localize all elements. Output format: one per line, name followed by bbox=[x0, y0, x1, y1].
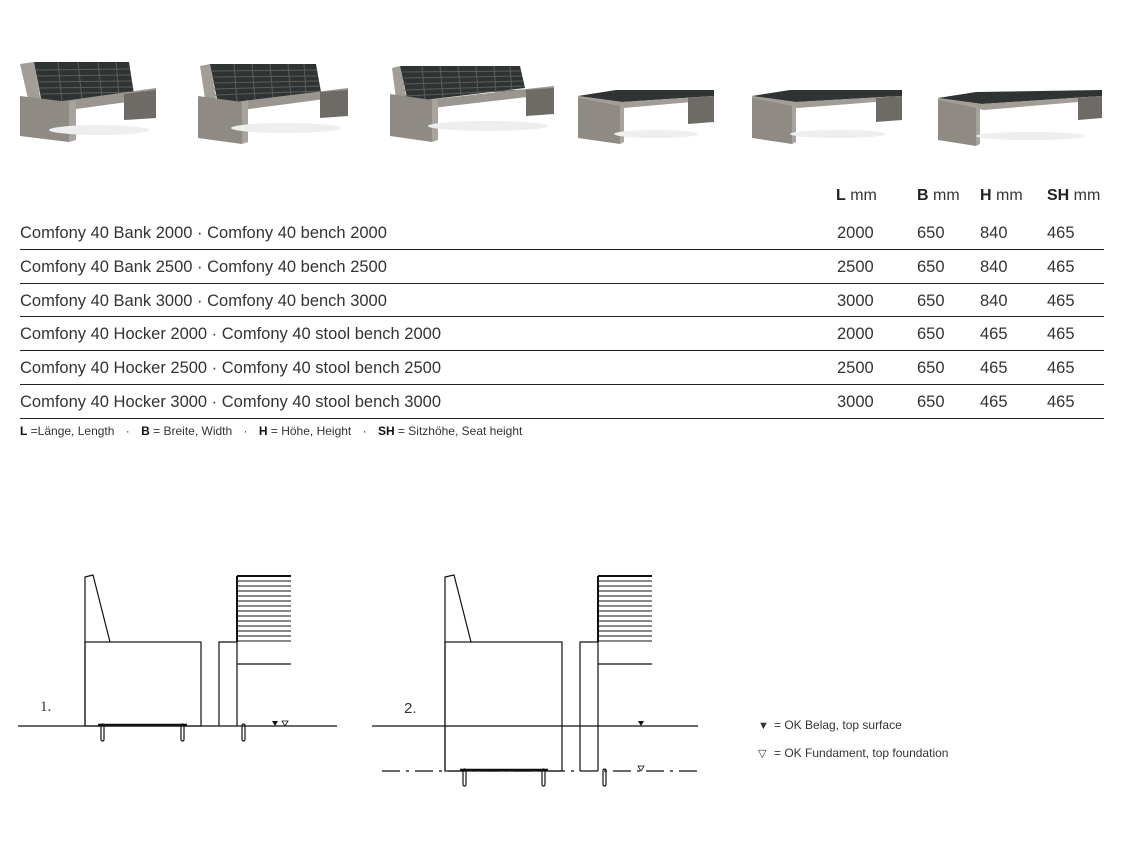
drawing-label: 1. bbox=[40, 699, 51, 715]
width-value: 650 bbox=[917, 392, 945, 411]
header-length: L mm bbox=[836, 187, 877, 204]
length-value: 2500 bbox=[837, 359, 874, 378]
symbol-key-top-surface: ▼= OK Belag, top surface bbox=[758, 718, 902, 732]
seat-height-value: 465 bbox=[1047, 291, 1075, 310]
length-value: 3000 bbox=[837, 392, 874, 411]
seat-height-value: 465 bbox=[1047, 325, 1075, 344]
table-row: Comfony 40 Hocker 3000 · Comfony 40 stoo… bbox=[20, 385, 1104, 419]
width-value: 650 bbox=[917, 224, 945, 242]
outline-triangle-icon: ▽ bbox=[758, 748, 767, 760]
seat-height-value: 465 bbox=[1047, 359, 1075, 378]
table-header: L mm B mm H mm SH mm bbox=[20, 180, 1104, 216]
bench-2500-image bbox=[198, 63, 348, 144]
header-height: H mm bbox=[980, 187, 1023, 204]
installation-drawing-2: 2. bbox=[372, 574, 698, 787]
product-name: Comfony 40 Hocker 2500 · Comfony 40 stoo… bbox=[20, 359, 441, 378]
table-row: Comfony 40 Hocker 2000 · Comfony 40 stoo… bbox=[20, 317, 1104, 352]
installation-drawing-1: 1. bbox=[18, 574, 337, 742]
table-row: Comfony 40 Hocker 2500 · Comfony 40 stoo… bbox=[20, 351, 1104, 385]
height-value: 840 bbox=[980, 257, 1008, 276]
height-value: 840 bbox=[980, 224, 1008, 242]
product-name: Comfony 40 Hocker 2000 · Comfony 40 stoo… bbox=[20, 325, 441, 344]
product-name: Comfony 40 Bank 2000 · Comfony 40 bench … bbox=[20, 224, 387, 242]
anchor-icon bbox=[462, 768, 607, 787]
product-name: Comfony 40 Hocker 3000 · Comfony 40 stoo… bbox=[20, 392, 441, 411]
abbreviation-legend: L =Länge, Length · B = Breite, Width · H… bbox=[20, 424, 523, 438]
table-row: Comfony 40 Bank 2500 · Comfony 40 bench … bbox=[20, 250, 1104, 284]
filled-triangle-icon: ▼ bbox=[758, 720, 769, 732]
drawing-label: 2. bbox=[404, 700, 417, 717]
table-row: Comfony 40 Bank 3000 · Comfony 40 bench … bbox=[20, 284, 1104, 318]
length-value: 2500 bbox=[837, 257, 874, 276]
symbol-key-top-foundation: ▽= OK Fundament, top foundation bbox=[758, 746, 949, 760]
width-value: 650 bbox=[917, 257, 945, 276]
table-row: Comfony 40 Bank 2000 · Comfony 40 bench … bbox=[20, 216, 1104, 250]
length-value: 2000 bbox=[837, 224, 874, 242]
top-foundation-marker-icon bbox=[281, 720, 289, 727]
bench-2000-image bbox=[20, 61, 156, 142]
height-value: 465 bbox=[980, 325, 1008, 344]
top-foundation-marker-icon bbox=[637, 765, 645, 772]
top-surface-marker-icon bbox=[638, 721, 644, 726]
seat-height-value: 465 bbox=[1047, 257, 1075, 276]
seat-height-value: 465 bbox=[1047, 224, 1075, 242]
length-value: 3000 bbox=[837, 291, 874, 310]
length-value: 2000 bbox=[837, 325, 874, 344]
product-name: Comfony 40 Bank 3000 · Comfony 40 bench … bbox=[20, 291, 387, 310]
header-seat-height: SH mm bbox=[1047, 187, 1101, 204]
product-image-strip bbox=[0, 0, 1140, 170]
anchor-icon bbox=[100, 723, 246, 742]
bench-3000-image bbox=[390, 65, 554, 142]
width-value: 650 bbox=[917, 325, 945, 344]
top-surface-marker-icon bbox=[272, 721, 278, 726]
stool-bench-3000-image bbox=[938, 90, 1102, 146]
stool-bench-2500-image bbox=[752, 90, 902, 144]
product-name: Comfony 40 Bank 2500 · Comfony 40 bench … bbox=[20, 257, 387, 276]
header-width: B mm bbox=[917, 187, 960, 204]
height-value: 465 bbox=[980, 392, 1008, 411]
dimensions-table: L mm B mm H mm SH mm Comfony 40 Bank 200… bbox=[20, 180, 1104, 419]
stool-bench-2000-image bbox=[578, 90, 714, 144]
seat-height-value: 465 bbox=[1047, 392, 1075, 411]
height-value: 465 bbox=[980, 359, 1008, 378]
width-value: 650 bbox=[917, 291, 945, 310]
height-value: 840 bbox=[980, 291, 1008, 310]
width-value: 650 bbox=[917, 359, 945, 378]
